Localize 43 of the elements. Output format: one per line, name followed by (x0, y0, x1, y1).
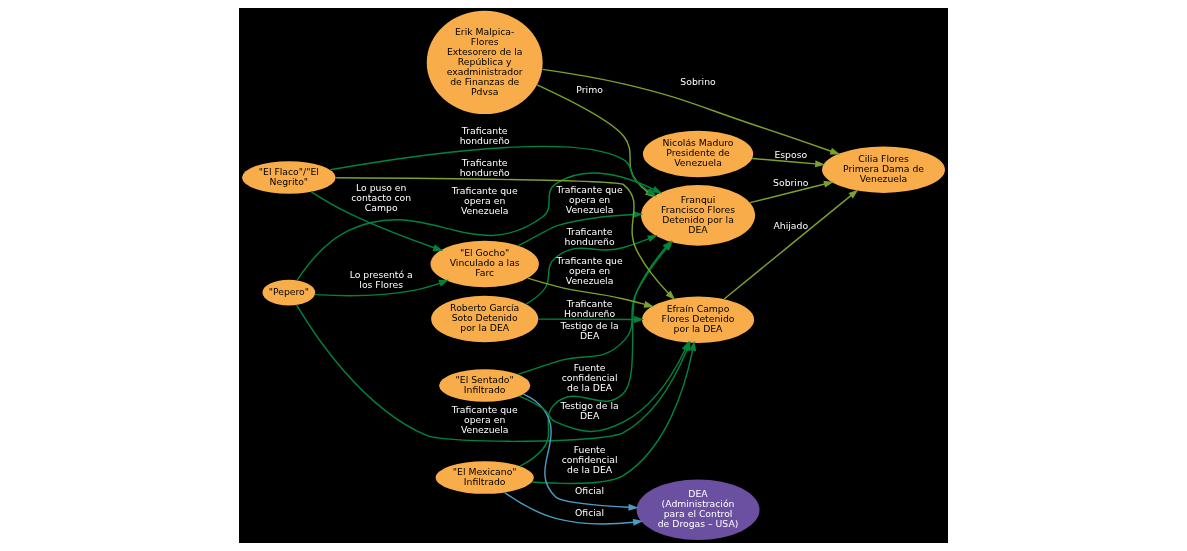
node-ellipse: Nicolás Maduro Presidente de Venezuela (642, 130, 754, 178)
edge-label: Esposo (774, 149, 808, 161)
edge-label: Primo (576, 83, 603, 95)
node-ellipse: "El Flaco"/"El Negrito" (242, 161, 336, 194)
edge-label: Traficante que opera en Venezuela (451, 403, 518, 435)
edge-label: Testigo de la DEA (560, 319, 619, 341)
arrow (751, 157, 826, 168)
arrow (522, 393, 639, 511)
edge-label: Sobrino (773, 177, 809, 189)
edge-label: Traficante hondureño (564, 225, 615, 247)
arrow (527, 277, 655, 308)
arrow (504, 491, 644, 526)
arrow (296, 172, 663, 281)
edge-label: Lo puso en contacto con Campo (351, 181, 412, 213)
edge-label: Sobrino (680, 75, 716, 87)
arrow (314, 279, 449, 297)
edge-label: Traficante Hondureño (564, 298, 616, 320)
edge-label: Traficante hondureño (459, 125, 510, 147)
edge-label: Fuente confidencial de la DEA (561, 361, 618, 393)
arrow (723, 189, 859, 300)
edge-label: Lo presentó a los Flores (349, 268, 413, 290)
edge-label: Traficante que opera en Venezuela (556, 183, 623, 215)
arrow (310, 191, 444, 251)
node-ellipse: DEA (Administración para el Control de Drogas – USA) (636, 479, 760, 541)
edge-label: Testigo de la DEA (560, 400, 619, 422)
arrow (517, 211, 644, 247)
node-ellipse: Roberto García Soto Detenido por la DEA (431, 295, 539, 343)
edge-label: Traficante que opera en Venezuela (451, 185, 518, 217)
node-ellipse: "Pepero" (262, 279, 316, 306)
arrow (537, 315, 645, 323)
arrow (335, 177, 676, 301)
edge-label: Ahijado (773, 220, 809, 232)
node-ellipse: Erik Malpica-Flores Extesorero de la República y exadministrador de Finanzas de Pdvsa (426, 10, 543, 115)
edge-label: Fuente confidencial de la DEA (561, 443, 618, 475)
arrow (541, 68, 841, 155)
edge-label: Oficial (575, 506, 605, 518)
node-ellipse: "El Sentado" Infiltrado (439, 369, 531, 402)
edge-label: Traficante que opera en Venezuela (556, 254, 623, 286)
arrow (749, 180, 834, 204)
edge-label: Oficial (575, 485, 605, 497)
edge-label: Traficante hondureño (459, 157, 510, 179)
node-ellipse: "El Mexicano" Infiltrado (435, 461, 534, 494)
arrow (525, 234, 658, 305)
